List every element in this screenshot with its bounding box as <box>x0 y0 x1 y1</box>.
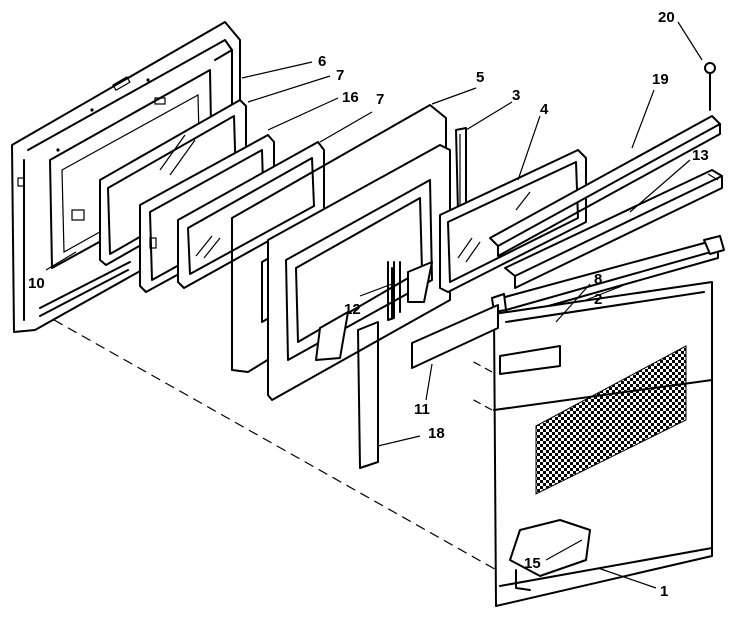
callout-5: 5 <box>476 69 484 86</box>
part-4-outer-glass <box>439 149 587 293</box>
callout-4: 4 <box>540 101 549 118</box>
callout-13: 13 <box>692 147 709 164</box>
part-2-hinge-rail <box>491 235 725 319</box>
part-19-top-trim <box>489 115 721 257</box>
part-11-strip <box>411 304 499 369</box>
callout-19: 19 <box>652 71 669 88</box>
callout-6: 6 <box>318 53 326 70</box>
part-7-inner-door-panel <box>267 144 451 401</box>
callout-20: 20 <box>658 9 675 26</box>
callout-3: 3 <box>512 87 520 104</box>
part-12-brackets <box>387 261 395 321</box>
leader-lines <box>45 21 703 589</box>
part-18-insulation-strip <box>357 321 379 469</box>
callout-11: 11 <box>414 401 430 418</box>
callout-labels: 20 6 7 16 7 5 3 4 19 13 8 2 10 12 11 18 … <box>28 9 709 600</box>
part-20-screw <box>704 62 716 111</box>
callout-10: 10 <box>28 275 45 292</box>
callout-7-upper: 7 <box>336 67 344 84</box>
callout-18: 18 <box>428 425 445 442</box>
alignment-dashed-line <box>39 311 501 573</box>
callout-8: 8 <box>594 271 602 288</box>
part-1-outer-door-panel <box>493 281 713 607</box>
part-3-bracket <box>455 127 467 213</box>
callout-15: 15 <box>524 555 541 572</box>
callout-16: 16 <box>342 89 359 106</box>
callout-7-middle: 7 <box>376 91 384 108</box>
part-13-vent-trim <box>504 169 723 289</box>
callout-1: 1 <box>660 583 668 600</box>
callout-12: 12 <box>344 301 361 318</box>
callout-2: 2 <box>594 291 602 308</box>
